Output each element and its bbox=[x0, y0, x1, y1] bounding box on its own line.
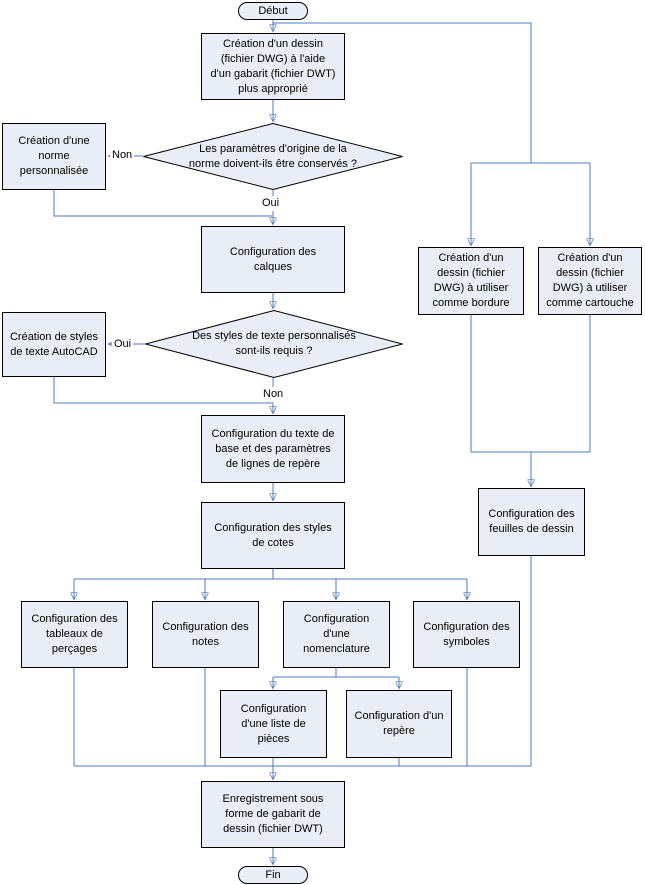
node-save-template: Enregistrement sous forme de gabarit de … bbox=[201, 781, 345, 848]
node-create-titleblock-drawing: Création d'un dessin (fichier DWG) à uti… bbox=[538, 247, 642, 315]
edge-label-oui-1: Oui bbox=[260, 196, 282, 211]
decision-text-styles: Des styles de texte personnalisés sont-i… bbox=[145, 310, 403, 378]
decision-norm-label: Les paramètres d'origine de la norme doi… bbox=[188, 142, 358, 170]
node-config-notes: Configuration des notes bbox=[152, 601, 259, 668]
node-config-hole-tables: Configuration des tableaux de perçages bbox=[21, 601, 128, 668]
diamond-shape bbox=[143, 123, 403, 190]
node-config-parts-list: Configuration d'une liste de pièces bbox=[220, 690, 327, 758]
edge-label-oui-2: Oui bbox=[112, 337, 134, 352]
node-config-symbols: Configuration des symboles bbox=[413, 601, 520, 668]
node-config-layers: Configuration des calques bbox=[201, 226, 345, 293]
edge-label-non-1: Non bbox=[110, 148, 135, 163]
diamond-shape bbox=[145, 310, 403, 378]
node-config-sheets: Configuration des feuilles de dessin bbox=[478, 488, 585, 556]
node-create-text-styles: Création de styles de texte AutoCAD bbox=[2, 312, 106, 377]
node-create-drawing: Création d'un dessin (fichier DWG) à l'a… bbox=[201, 33, 345, 100]
end-terminator: Fin bbox=[238, 866, 308, 884]
edge-label-non-2: Non bbox=[261, 387, 286, 402]
node-config-balloon: Configuration d'un repère bbox=[346, 690, 452, 758]
node-create-custom-norm: Création d'une norme personnalisée bbox=[2, 123, 106, 190]
node-create-border-drawing: Création d'un dessin (fichier DWG) à uti… bbox=[418, 247, 524, 315]
decision-norm: Les paramètres d'origine de la norme doi… bbox=[143, 123, 403, 190]
node-config-nomenclature: Configuration d'une nomenclature bbox=[283, 601, 390, 668]
start-terminator: Début bbox=[238, 2, 308, 20]
node-config-dim-styles: Configuration des styles de cotes bbox=[201, 502, 345, 569]
node-config-base-text: Configuration du texte de base et des pa… bbox=[201, 415, 345, 483]
connector-segments bbox=[53, 22, 591, 767]
decision-text-styles-label: Des styles de texte personnalisés sont-i… bbox=[192, 330, 356, 357]
